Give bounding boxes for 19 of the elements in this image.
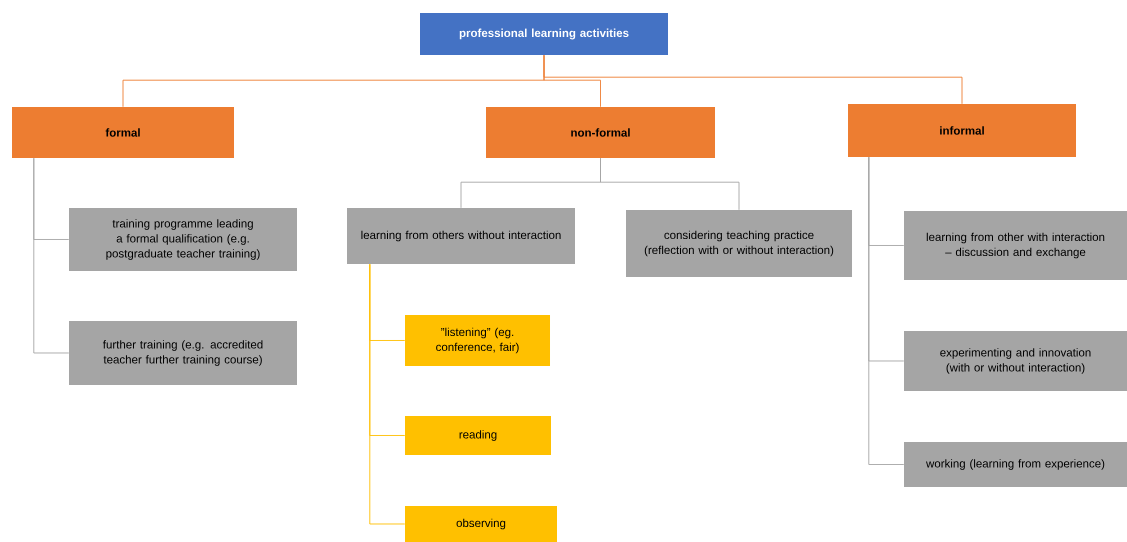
category-box: formal — [12, 107, 234, 158]
connector — [600, 157, 740, 211]
heading-box: professional learning activities — [420, 13, 668, 55]
activity-box: working (learning from experience) — [904, 442, 1127, 487]
activity-box: reading — [405, 416, 551, 455]
connector — [868, 156, 905, 465]
category-box: non-formal — [486, 107, 715, 158]
activity-box: training programme leading a formal qualification (e.g. postgraduate teacher training) — [69, 208, 297, 271]
activity-box: considering teaching practice (reflection with or without interaction) — [626, 210, 852, 277]
activity-box: observing — [405, 506, 557, 542]
activity-box: learning from others without interaction — [347, 208, 575, 264]
activity-box: experimenting and innovation (with or without interaction) — [904, 331, 1127, 391]
activity-box: further training (e.g. accredited teacher further training course) — [69, 321, 297, 385]
activity-box: ”listening” (eg. conference, fair) — [405, 315, 550, 366]
connector — [369, 263, 406, 525]
activity-box: learning from other with interaction – discussion and exchange — [904, 211, 1127, 280]
connector — [543, 54, 963, 105]
connector — [33, 157, 70, 354]
category-box: informal — [848, 104, 1076, 157]
